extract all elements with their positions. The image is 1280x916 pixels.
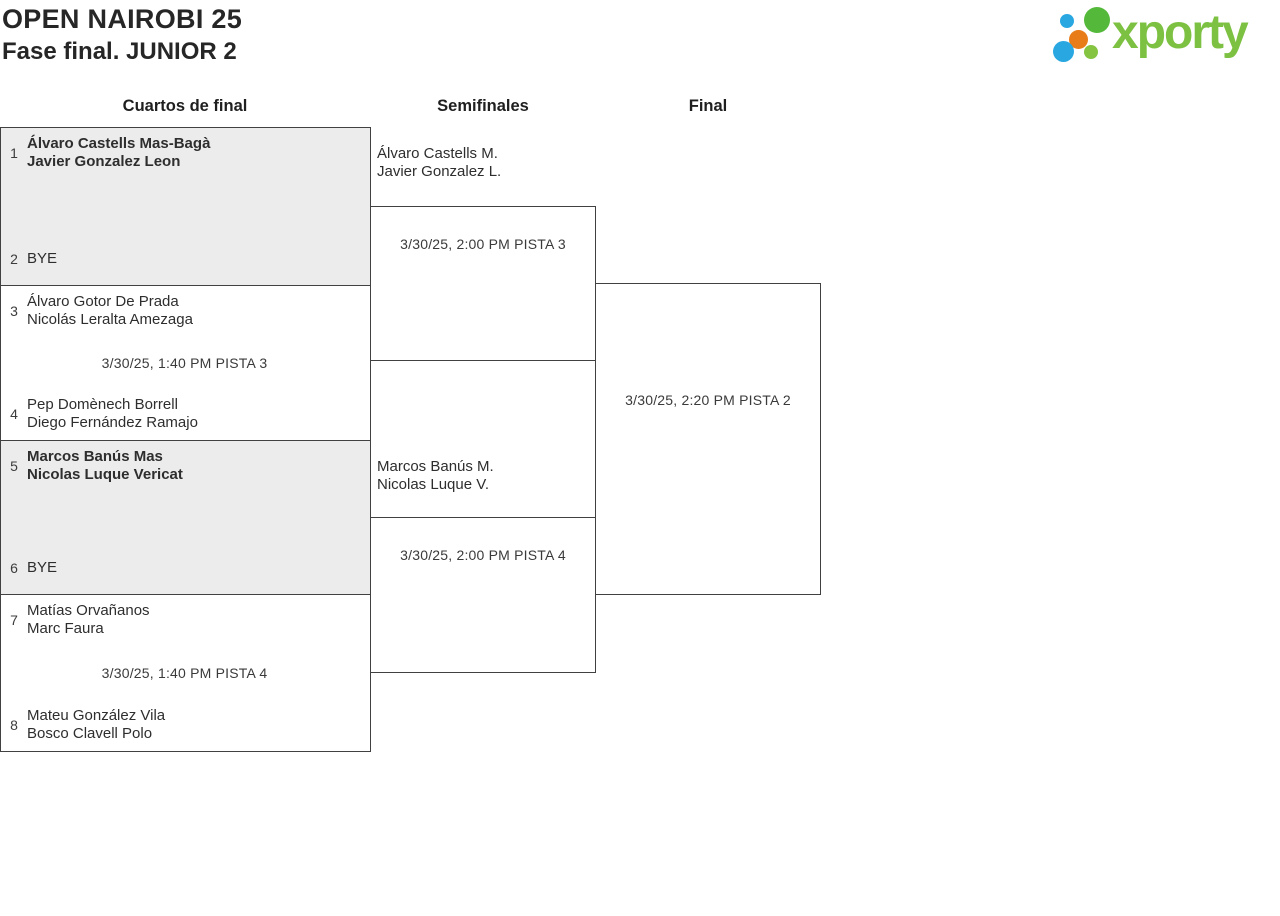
seed-number: 5 xyxy=(10,458,18,474)
seed-number: 3 xyxy=(10,303,18,319)
player-name: Álvaro Gotor De Prada xyxy=(27,293,179,310)
match-schedule: 3/30/25, 2:00 PM PISTA 4 xyxy=(400,547,566,563)
logo-dot-green-large-icon xyxy=(1084,7,1110,33)
phase-category: Fase final. JUNIOR 2 xyxy=(2,38,237,65)
semifinal-match-2: 3/30/25, 2:00 PM PISTA 4 xyxy=(370,517,596,673)
xporty-logo[interactable]: xporty xyxy=(1050,3,1275,67)
seed-number: 8 xyxy=(10,717,18,733)
tournament-name: OPEN NAIROBI 25 xyxy=(2,4,243,34)
player-name: Nicolás Leralta Amezaga xyxy=(27,311,193,328)
logo-dot-orange-icon xyxy=(1069,30,1088,49)
team-name: BYE xyxy=(27,559,57,577)
match-schedule: 3/30/25, 2:20 PM PISTA 2 xyxy=(625,392,791,408)
player-name: Álvaro Castells M. xyxy=(377,145,498,162)
player-name: Matías Orvañanos xyxy=(27,602,150,619)
team-name: Pep Domènech Borrell Diego Fernández Ram… xyxy=(27,396,198,432)
quarterfinal-match-3: 5 Marcos Banús Mas Nicolas Luque Vericat… xyxy=(0,440,371,595)
seed-number: 7 xyxy=(10,612,18,628)
team-name: Álvaro Castells Mas-Bagà Javier Gonzalez… xyxy=(27,135,210,171)
match-schedule-slot xyxy=(7,484,362,550)
team-name: Marcos Banús Mas Nicolas Luque Vericat xyxy=(27,448,183,484)
team-row: 7 Matías Orvañanos Marc Faura xyxy=(7,602,362,638)
match-schedule-slot: 3/30/25, 1:40 PM PISTA 3 xyxy=(7,329,362,396)
team-name: Mateu González Vila Bosco Clavell Polo xyxy=(27,707,165,743)
quarterfinal-match-2: 3 Álvaro Gotor De Prada Nicolás Leralta … xyxy=(0,285,371,441)
team-name: Matías Orvañanos Marc Faura xyxy=(27,602,150,638)
player-name: Marcos Banús Mas xyxy=(27,448,163,465)
logo-wordmark: xporty xyxy=(1112,6,1249,59)
player-name: Diego Fernández Ramajo xyxy=(27,414,198,431)
final-match: 3/30/25, 2:20 PM PISTA 2 xyxy=(595,283,821,595)
player-name: Nicolas Luque Vericat xyxy=(27,466,183,483)
player-name: Pep Domènech Borrell xyxy=(27,396,178,413)
player-name: Javier Gonzalez Leon xyxy=(27,153,181,170)
match-schedule-slot: 3/30/25, 1:40 PM PISTA 4 xyxy=(7,638,362,707)
round-header-semifinales: Semifinales xyxy=(437,97,529,115)
round-header-cuartos: Cuartos de final xyxy=(122,97,248,115)
quarterfinal-match-4: 7 Matías Orvañanos Marc Faura 3/30/25, 1… xyxy=(0,594,371,752)
team-row: 4 Pep Domènech Borrell Diego Fernández R… xyxy=(7,396,362,432)
player-name: Javier Gonzalez L. xyxy=(377,163,502,180)
player-name: Marc Faura xyxy=(27,620,104,637)
quarterfinal-match-1: 1 Álvaro Castells Mas-Bagà Javier Gonzal… xyxy=(0,127,371,286)
logo-dot-green-small-icon xyxy=(1084,45,1098,59)
round-header-final: Final xyxy=(688,97,728,115)
team-row: 3 Álvaro Gotor De Prada Nicolás Leralta … xyxy=(7,293,362,329)
logo-dot-blue-small-icon xyxy=(1060,14,1074,28)
seed-number: 6 xyxy=(10,560,18,576)
page-title: OPEN NAIROBI 25 Fase final. JUNIOR 2 xyxy=(2,3,242,67)
match-schedule-slot xyxy=(7,171,362,241)
player-name: Marcos Banús M. xyxy=(377,458,494,475)
team-row: 2 BYE xyxy=(7,241,362,277)
seed-number: 4 xyxy=(10,406,18,422)
bye-label: BYE xyxy=(27,250,58,267)
logo-dot-blue-large-icon xyxy=(1053,41,1074,62)
semifinal-match-1: 3/30/25, 2:00 PM PISTA 3 xyxy=(370,206,596,361)
match-schedule: 3/30/25, 1:40 PM PISTA 3 xyxy=(101,354,268,371)
semifinal-2-advanced-team: Marcos Banús M. Nicolas Luque V. xyxy=(377,458,494,494)
match-schedule: 3/30/25, 1:40 PM PISTA 4 xyxy=(101,664,268,681)
team-name: BYE xyxy=(27,250,57,268)
quarterfinals-column: 1 Álvaro Castells Mas-Bagà Javier Gonzal… xyxy=(0,127,371,752)
match-schedule: 3/30/25, 2:00 PM PISTA 3 xyxy=(400,236,566,252)
player-name: Bosco Clavell Polo xyxy=(27,725,153,742)
team-row: 6 BYE xyxy=(7,550,362,586)
player-name: Mateu González Vila xyxy=(27,707,166,724)
team-row: 5 Marcos Banús Mas Nicolas Luque Vericat xyxy=(7,448,362,484)
bye-label: BYE xyxy=(27,559,58,576)
player-name: Nicolas Luque V. xyxy=(377,476,490,493)
team-row: 1 Álvaro Castells Mas-Bagà Javier Gonzal… xyxy=(7,135,362,171)
team-row: 8 Mateu González Vila Bosco Clavell Polo xyxy=(7,707,362,743)
semifinal-1-advanced-team: Álvaro Castells M. Javier Gonzalez L. xyxy=(377,145,501,181)
player-name: Álvaro Castells Mas-Bagà xyxy=(27,135,211,152)
seed-number: 1 xyxy=(10,145,18,161)
team-name: Álvaro Gotor De Prada Nicolás Leralta Am… xyxy=(27,293,193,329)
seed-number: 2 xyxy=(10,251,18,267)
